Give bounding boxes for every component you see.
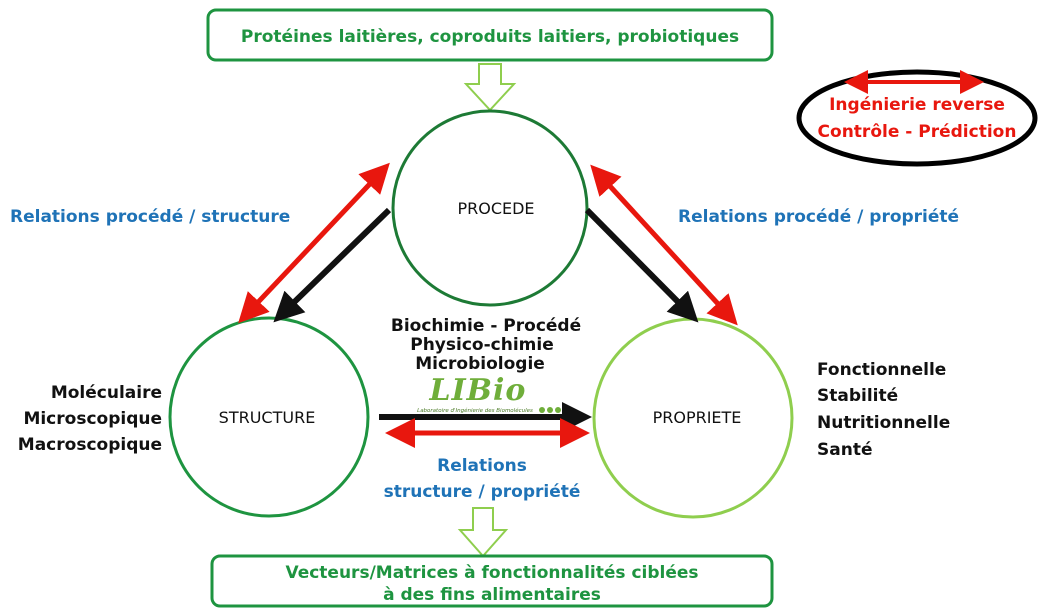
bottom-down-arrow xyxy=(457,507,509,558)
top-box-text: Protéines laitières, coproduits laitiers… xyxy=(241,27,739,47)
structure-label: STRUCTURE xyxy=(219,408,316,427)
relation-procede-propriete: Relations procédé / propriété xyxy=(678,207,959,227)
propriete-type: Fonctionnelle xyxy=(817,360,946,380)
procede-circle xyxy=(391,109,589,307)
propriete-type: Nutritionnelle xyxy=(817,413,950,433)
libio-logo: LIBio Laboratoire d'Ingénierie des Biomo… xyxy=(417,373,561,414)
discipline: Microbiologie xyxy=(415,354,545,374)
procede-label: PROCEDE xyxy=(457,199,534,218)
structure-level: Microscopique xyxy=(23,409,162,429)
propriete-type: Stabilité xyxy=(817,386,898,406)
propriete-types: Fonctionnelle Stabilité Nutritionnelle S… xyxy=(817,360,950,460)
structure-level: Moléculaire xyxy=(51,383,162,403)
relation-structure-propriete-2: structure / propriété xyxy=(384,482,581,502)
relation-structure-propriete-1: Relations xyxy=(437,456,527,476)
relation-procede-structure: Relations procédé / structure xyxy=(10,207,290,227)
top-input-box: Protéines laitières, coproduits laitiers… xyxy=(206,8,774,62)
propriete-type: Santé xyxy=(817,440,872,460)
procede-structure-red-arrow xyxy=(238,162,390,324)
procede-structure-black-arrow xyxy=(273,207,392,323)
structure-levels: Moléculaire Microscopique Macroscopique xyxy=(18,383,162,455)
procede-propriete-red-arrow xyxy=(590,164,738,326)
discipline: Physico-chimie xyxy=(410,335,553,355)
disciplines: Biochimie - Procédé Physico-chimie Micro… xyxy=(391,316,581,374)
logo-wordmark: LIBio xyxy=(429,373,527,408)
procede-propriete-black-arrow xyxy=(584,207,699,323)
discipline: Biochimie - Procédé xyxy=(391,316,581,336)
bottom-box-line-1: Vecteurs/Matrices à fonctionnalités cibl… xyxy=(285,563,698,583)
structure-level: Macroscopique xyxy=(18,435,162,455)
bottom-box-line-2: à des fins alimentaires xyxy=(383,585,601,605)
propriete-label: PROPRIETE xyxy=(653,408,742,427)
logo-dot xyxy=(555,407,561,413)
top-down-arrow xyxy=(463,63,517,112)
legend-line-1: Ingénierie reverse xyxy=(829,95,1005,115)
logo-dot xyxy=(539,407,545,413)
bottom-output-box: Vecteurs/Matrices à fonctionnalités cibl… xyxy=(210,554,774,608)
logo-caption: Laboratoire d'Ingénierie des Biomolécule… xyxy=(417,407,533,414)
legend-line-2: Contrôle - Prédiction xyxy=(818,122,1017,142)
legend-ellipse: Ingénierie reverse Contrôle - Prédiction xyxy=(796,69,1038,167)
logo-dot xyxy=(547,407,553,413)
